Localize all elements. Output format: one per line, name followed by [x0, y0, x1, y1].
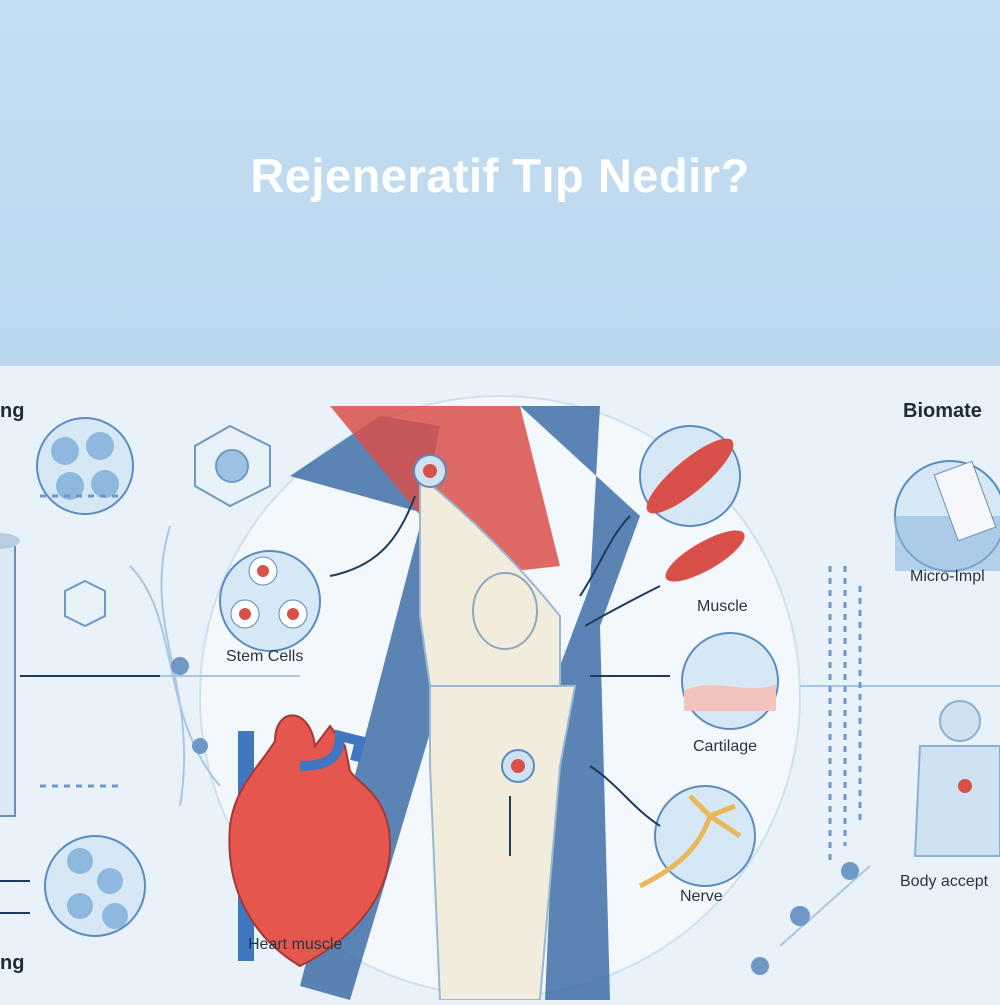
cell-circle-top-left — [36, 417, 134, 515]
muscle-circle — [639, 425, 745, 582]
muscle-label: Muscle — [697, 598, 748, 615]
body-silhouette — [913, 700, 1000, 857]
regenerative-medicine-illustration: ng ng Stem Cells Heart muscle Muscle Car… — [0, 366, 1000, 1001]
heart-muscle-label: Heart muscle — [248, 936, 343, 953]
molecule-icon — [64, 424, 271, 628]
cell-circle-bottom-left — [44, 835, 146, 937]
bottom-left-heading: ng — [0, 952, 25, 974]
arrows — [0, 495, 670, 914]
stem-cells-label: Stem Cells — [226, 648, 304, 665]
top-left-heading: ng — [0, 400, 25, 422]
bioreactor-cylinder — [0, 533, 20, 817]
data-stream — [40, 494, 862, 866]
body-acceptance-label: Body accept — [900, 873, 989, 890]
network-nodes — [171, 657, 859, 975]
micro-implant-label: Micro-Impl — [910, 568, 985, 585]
stem-cells-circle — [219, 550, 321, 652]
nerve-label: Nerve — [680, 888, 723, 905]
cartilage-circle — [681, 632, 779, 730]
cartilage-label: Cartilage — [693, 738, 758, 755]
title-banner: Rejeneratif Tıp Nedir? — [0, 0, 1000, 366]
heart-illustration — [228, 714, 392, 968]
nerve-circle — [638, 785, 756, 889]
illustration-graphic — [0, 366, 1000, 1001]
knee-joint — [290, 406, 640, 1001]
micro-implant-circle — [894, 460, 1000, 572]
page-title: Rejeneratif Tıp Nedir? — [250, 149, 750, 202]
biomaterials-heading: Biomate — [903, 400, 982, 422]
neural-network — [60, 525, 1000, 947]
